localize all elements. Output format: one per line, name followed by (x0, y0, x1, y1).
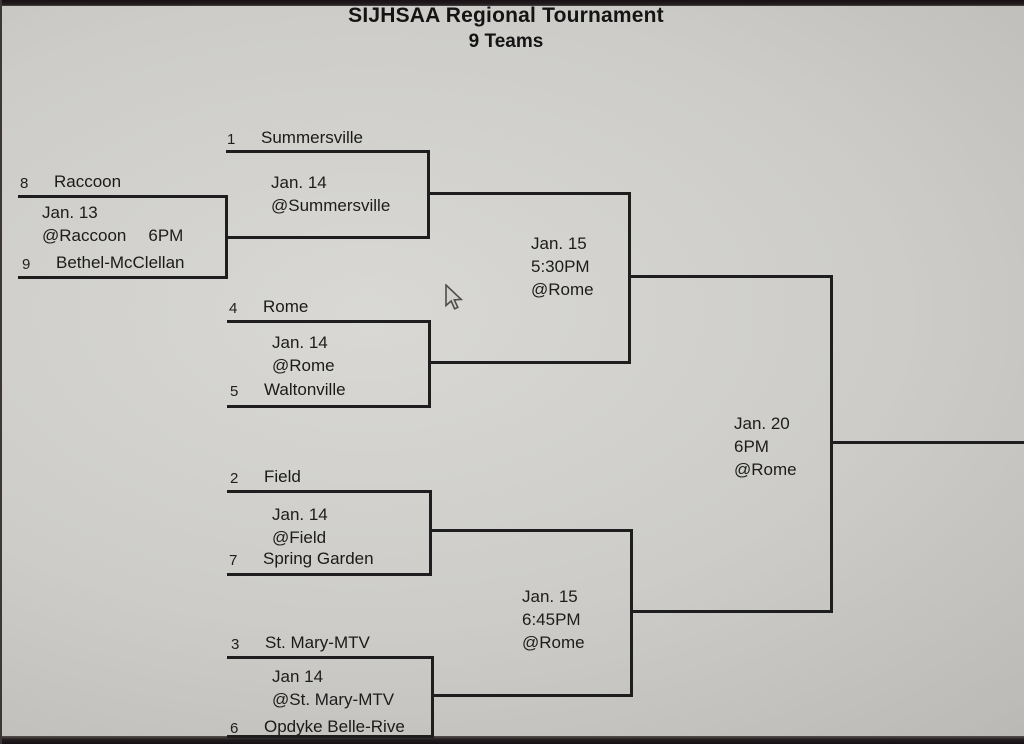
game4-top-line (227, 656, 433, 659)
champion-line (830, 441, 1024, 444)
game-date: Jan. 14 (272, 505, 328, 524)
team-name: Bethel-McClellan (56, 253, 185, 272)
screen-bezel-bottom (0, 736, 1024, 744)
final-vertical-line (830, 275, 833, 613)
game1-bottom-line (225, 236, 430, 239)
team-opdyke-belle-rive: 6 Opdyke Belle-Rive (230, 717, 405, 737)
team-name: Spring Garden (263, 549, 374, 568)
game1-info: Jan. 14 @Summersville (271, 171, 390, 217)
team-name: St. Mary-MTV (265, 633, 370, 652)
final-top-line (628, 275, 833, 278)
game-venue: @Raccoon (42, 226, 127, 245)
team-field: 2 Field (230, 467, 301, 487)
game-venue: @Rome (531, 280, 594, 299)
team-name: Opdyke Belle-Rive (264, 717, 405, 736)
game-date: Jan. 15 (522, 587, 578, 606)
game-time: 6PM (148, 226, 184, 245)
game-time: 5:30PM (531, 257, 590, 276)
playin-top-line (18, 195, 228, 198)
semifinal2-bottom-line (431, 694, 633, 697)
semifinal2-vertical-line (630, 529, 633, 697)
game-venue: @Rome (272, 356, 335, 375)
team-name: Field (264, 467, 301, 486)
team-raccoon: 8 Raccoon (20, 172, 121, 192)
game3-vertical-line (429, 490, 432, 576)
tournament-title: SIJHSAA Regional Tournament (348, 4, 664, 27)
game-venue: @St. Mary-MTV (272, 690, 395, 709)
team-name: Summersville (261, 128, 364, 147)
game4-vertical-line (431, 656, 434, 738)
team-count-subtitle: 9 Teams (468, 31, 544, 52)
semifinal1-info: Jan. 15 5:30PM @Rome (531, 232, 594, 301)
game3-bottom-line (227, 573, 431, 576)
team-spring-garden: 7 Spring Garden (229, 549, 374, 569)
team-waltonville: 5 Waltonville (230, 380, 346, 400)
game-venue: @Summersville (271, 196, 391, 215)
team-st-mary-mtv: 3 St. Mary-MTV (231, 633, 370, 653)
game2-info: Jan. 14 @Rome (272, 331, 335, 377)
semifinal2-top-line (429, 529, 633, 532)
mouse-cursor-icon (445, 284, 464, 310)
game3-info: Jan. 14 @Field (272, 503, 328, 549)
semifinal1-bottom-line (428, 361, 631, 364)
seed-1: 1 (227, 131, 236, 148)
game4-info: Jan 14 @St. Mary-MTV (272, 665, 394, 711)
game3-top-line (227, 490, 431, 493)
seed-3: 3 (231, 636, 240, 653)
game-date: Jan. 14 (272, 333, 328, 352)
seed-4: 4 (229, 300, 238, 317)
team-rome: 4 Rome (229, 297, 308, 317)
team-name: Raccoon (54, 172, 122, 191)
seed-7: 7 (229, 552, 238, 569)
semifinal1-vertical-line (628, 192, 631, 364)
game4-bottom-line (227, 735, 433, 738)
game1-top-line (226, 150, 430, 153)
seed-2: 2 (230, 470, 239, 487)
game-date: Jan. 14 (271, 173, 327, 192)
seed-9: 9 (22, 256, 31, 273)
playin-game-info: Jan. 13 @Raccoon 6PM (42, 201, 183, 247)
seed-8: 8 (20, 175, 29, 192)
screen-bezel-top (0, 0, 1024, 6)
seed-6: 6 (230, 720, 239, 737)
game-date: Jan. 20 (734, 414, 790, 433)
semifinal2-info: Jan. 15 6:45PM @Rome (522, 585, 585, 654)
final-bottom-line (630, 610, 833, 613)
game-venue: @Rome (734, 460, 797, 479)
page-title: SIJHSAA Regional Tournament 9 Teams (0, 4, 1012, 53)
team-summersville: 1 Summersville (227, 128, 363, 148)
game2-bottom-line (227, 405, 430, 408)
game-date: Jan. 13 (42, 203, 98, 222)
game-time: 6:45PM (522, 610, 581, 629)
team-name: Waltonville (264, 380, 346, 399)
game-venue: @Rome (522, 633, 585, 652)
playin-bottom-line (18, 276, 228, 279)
team-name: Rome (263, 297, 309, 316)
game-date: Jan 14 (272, 667, 324, 686)
semifinal1-top-line (427, 192, 631, 195)
game-time: 6PM (734, 437, 769, 456)
seed-5: 5 (230, 383, 239, 400)
final-info: Jan. 20 6PM @Rome (734, 412, 797, 481)
game2-vertical-line (428, 320, 431, 408)
screen-bezel-left (0, 0, 2, 744)
game2-top-line (227, 320, 430, 323)
game-venue: @Field (272, 528, 327, 547)
game-date: Jan. 15 (531, 234, 587, 253)
team-bethel-mcclellan: 9 Bethel-McClellan (22, 253, 185, 273)
